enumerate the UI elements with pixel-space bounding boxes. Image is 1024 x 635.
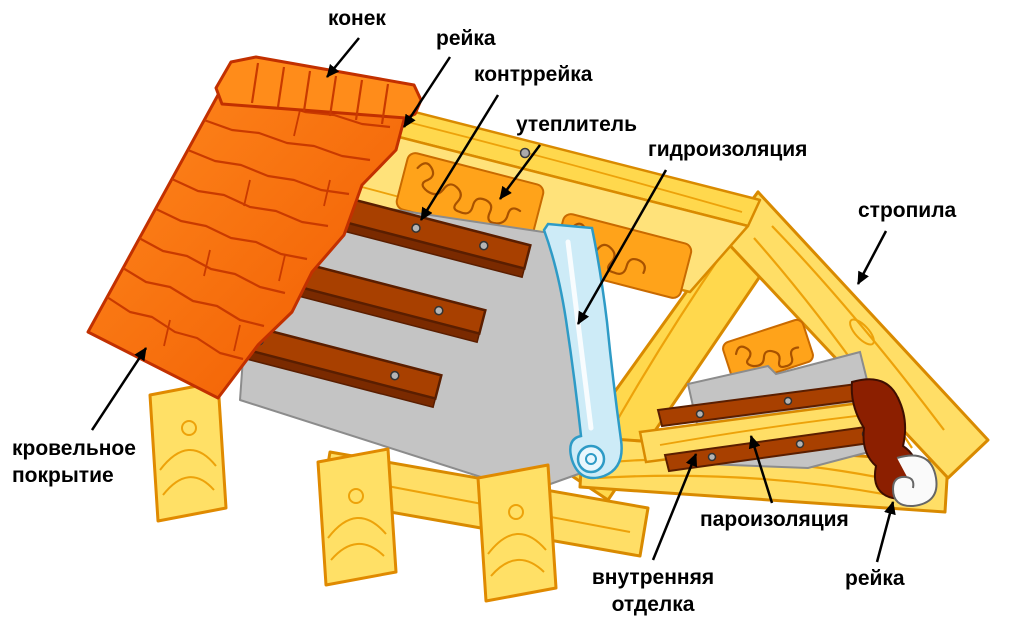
tile-sheet: [86, 62, 412, 400]
ridge-ribs: [250, 62, 390, 125]
label-uteplitel: утеплитель: [516, 113, 638, 136]
label-konek: конек: [328, 7, 386, 30]
counter-battens: [209, 186, 532, 409]
arrow-uteplitel: [498, 144, 542, 200]
post-2: [316, 447, 398, 587]
callout-arrows: [90, 37, 896, 563]
arrow-stropila: [856, 230, 888, 285]
label-paroizolyaciya: пароизоляция: [700, 508, 849, 531]
purlin-posts: [148, 380, 558, 603]
label-gidroizolyaciya: гидроизоляция: [648, 138, 808, 161]
arrow-rejka-bottom: [875, 501, 896, 563]
arrow-rejka-top: [402, 56, 452, 128]
label-krovelnoe-pokrytie: кровельное покрытие: [12, 437, 136, 487]
label-rejka-bottom: рейка: [845, 567, 905, 590]
arrow-paroizolyaciya: [748, 435, 774, 504]
arrow-konek: [326, 37, 360, 78]
post-3: [476, 463, 558, 603]
counter-batten-1: [298, 186, 532, 279]
label-rejka-top: рейка: [436, 27, 496, 50]
label-vnutrennyaya-otdelka: внутренняя отделка: [591, 566, 715, 616]
arrow-kontrrejka: [419, 94, 500, 221]
paper-curl: [891, 454, 938, 508]
label-stropila: стропила: [858, 199, 957, 222]
post-1: [148, 380, 228, 523]
hydro-roll: [542, 222, 623, 480]
arrow-gidroizolyaciya: [576, 169, 668, 325]
label-kontrrejka: контррейка: [474, 63, 593, 86]
arrow-krovelnoe-pokrytie: [90, 347, 148, 431]
gable-interior: [638, 318, 938, 508]
arrow-vnutrennyaya-otdelka: [651, 453, 698, 561]
wood-grain: [367, 111, 743, 213]
roof-covering: [86, 55, 423, 400]
